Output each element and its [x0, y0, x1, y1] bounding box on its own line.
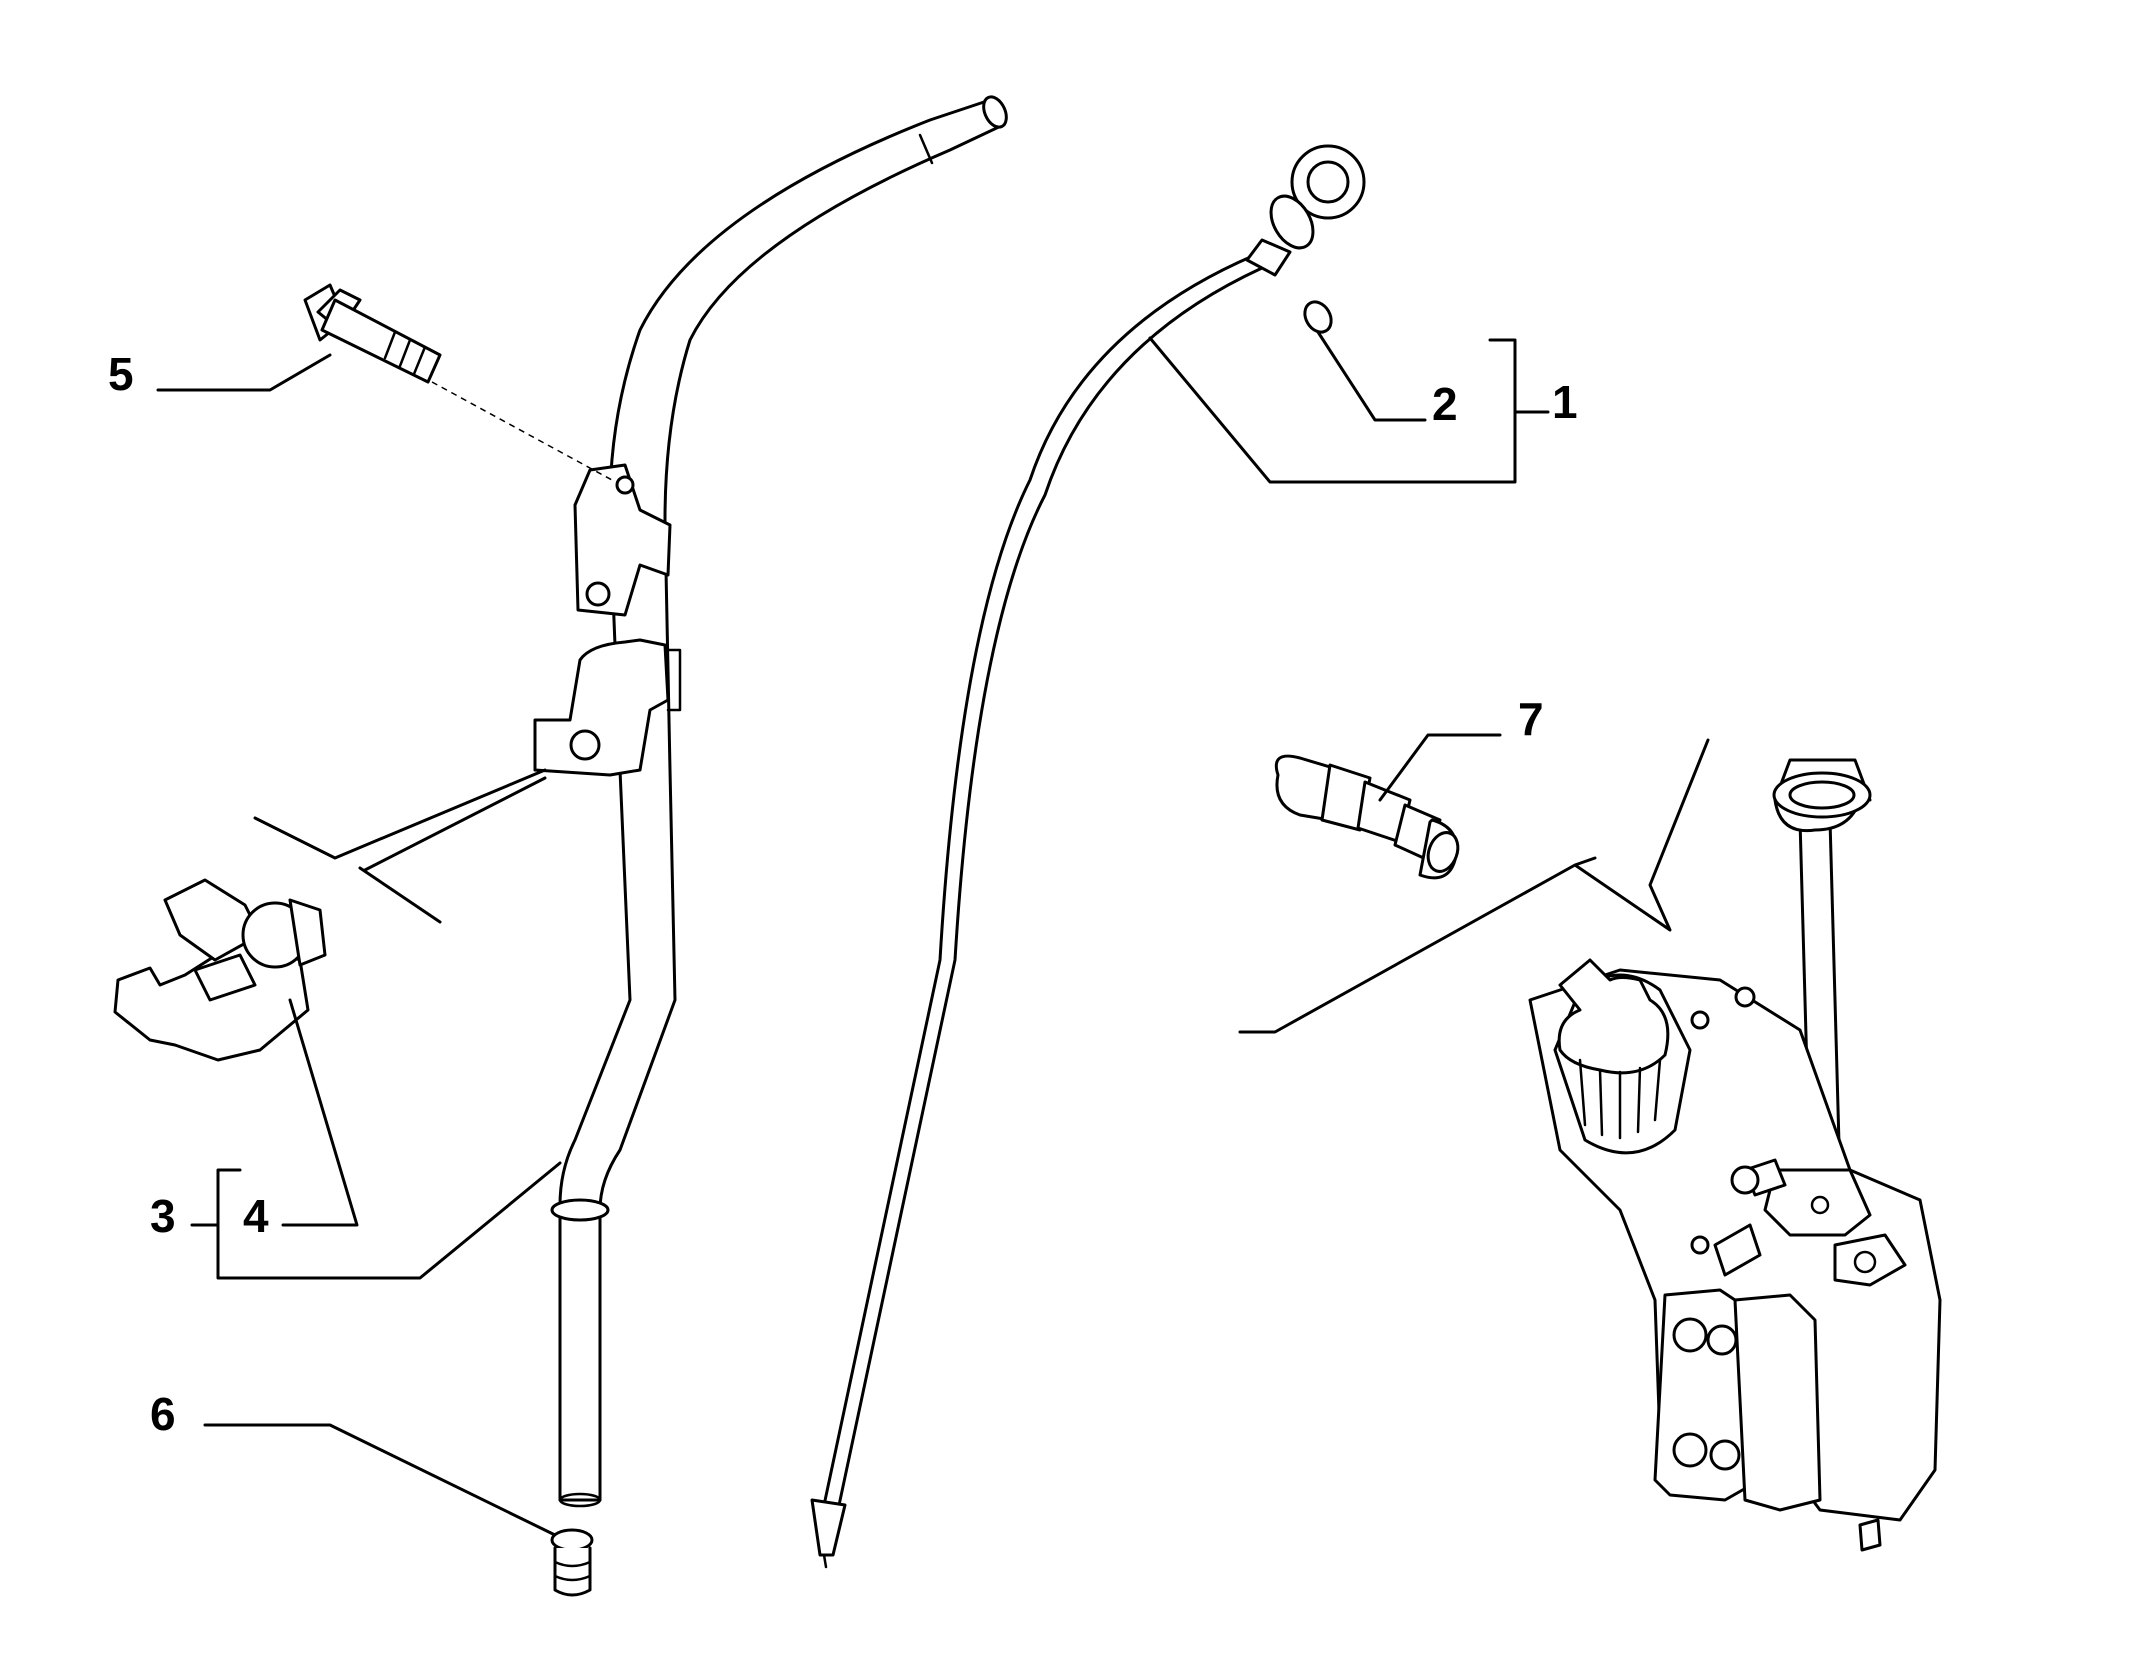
callout-7: 7	[1518, 693, 1544, 745]
callout-1: 1	[1552, 376, 1578, 428]
leader-4	[281, 998, 359, 1227]
callout-3: 3	[150, 1190, 176, 1242]
link-line-housing	[1238, 738, 1710, 1034]
callout-2: 2	[1432, 378, 1458, 430]
leader-6	[203, 1423, 557, 1537]
leader-2	[1316, 330, 1427, 422]
callout-4: 4	[243, 1190, 269, 1242]
grommet	[550, 1528, 594, 1597]
o-ring	[1303, 300, 1333, 334]
oil-filter-housing-assembly	[1528, 758, 1942, 1552]
dipstick-guide-tube	[550, 95, 1008, 1508]
upper-bracket	[573, 463, 672, 617]
callout-6: 6	[150, 1388, 176, 1440]
callout-5: 5	[108, 348, 134, 400]
leader-3-bracket	[216, 1161, 562, 1280]
leader-1-bracket	[1148, 336, 1517, 484]
retaining-clip	[113, 878, 327, 1062]
leader-7	[1378, 733, 1502, 802]
bolt	[303, 283, 442, 384]
link-line-brackets	[253, 768, 547, 924]
dipstick	[810, 144, 1366, 1569]
lower-bracket	[533, 638, 682, 777]
oil-pressure-switch	[1274, 754, 1460, 880]
bolt-alignment-line	[431, 381, 613, 481]
leader-5	[156, 353, 332, 392]
